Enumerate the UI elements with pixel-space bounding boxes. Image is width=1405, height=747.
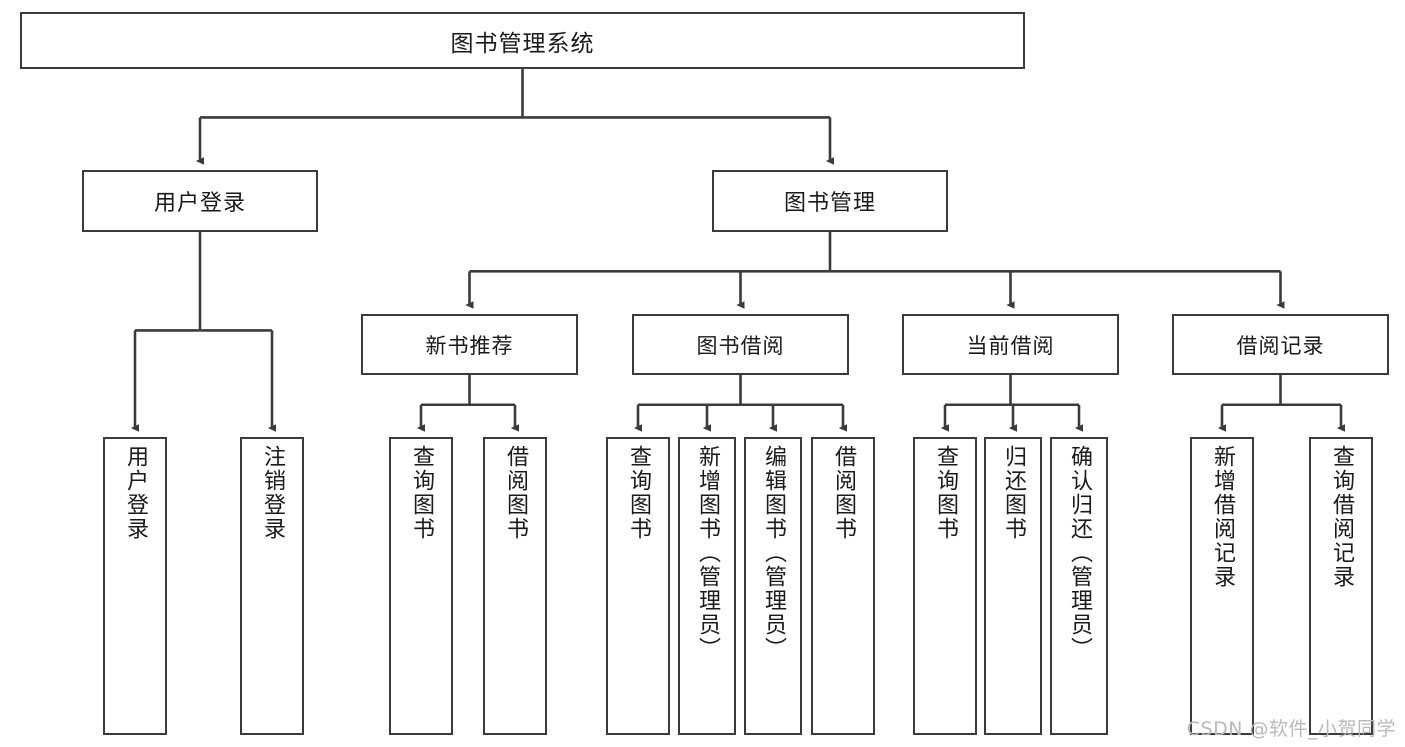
node-leaf-borrow-book-b[interactable]: 借阅图书 [811,437,875,735]
node-label: 查询借阅记录 [1329,445,1354,589]
node-label: 用户登录 [123,445,148,541]
node-label: 查询图书 [409,445,434,541]
node-current-borrow[interactable]: 当前借阅 [902,314,1119,375]
node-book-borrow[interactable]: 图书借阅 [632,314,849,375]
node-leaf-logout[interactable]: 注销登录 [240,437,304,735]
node-root[interactable]: 图书管理系统 [20,12,1025,69]
node-label: 用户登录 [153,191,246,216]
node-label: 注销登录 [260,445,285,541]
node-label: 查询图书 [626,445,651,541]
node-label: 确认归还（管理员） [1067,445,1092,661]
node-label: 图书管理 [783,191,876,216]
node-book-manage[interactable]: 图书管理 [712,170,948,232]
node-new-book-rec[interactable]: 新书推荐 [361,314,578,375]
node-label: 借阅记录 [1236,333,1325,358]
csdn-watermark: CSDN @软件_小贺同学 [1186,718,1396,740]
node-label: 新增图书（管理员） [695,445,720,661]
node-label: 借阅图书 [503,445,528,541]
node-leaf-query-record[interactable]: 查询借阅记录 [1309,437,1373,735]
node-leaf-query-book-a[interactable]: 查询图书 [389,437,453,735]
node-leaf-query-book-c[interactable]: 查询图书 [913,437,977,735]
node-borrow-record[interactable]: 借阅记录 [1172,314,1389,375]
node-label: 图书管理系统 [450,30,595,57]
node-label: 图书借阅 [696,333,785,358]
node-leaf-confirm-return[interactable]: 确认归还（管理员） [1050,437,1108,735]
node-label: 借阅图书 [831,445,856,541]
node-label: 新书推荐 [425,333,514,358]
node-leaf-query-book-b[interactable]: 查询图书 [606,437,670,735]
node-label: 编辑图书（管理员） [761,445,786,661]
node-label: 新增借阅记录 [1210,445,1235,589]
node-label: 查询图书 [933,445,958,541]
node-leaf-edit-book[interactable]: 编辑图书（管理员） [744,437,802,735]
node-label: 当前借阅 [966,333,1055,358]
node-leaf-add-record[interactable]: 新增借阅记录 [1190,437,1254,735]
node-label: 归还图书 [1001,445,1026,541]
node-user-login[interactable]: 用户登录 [82,170,318,232]
node-leaf-return-book[interactable]: 归还图书 [984,437,1042,735]
node-leaf-borrow-book-a[interactable]: 借阅图书 [483,437,547,735]
node-leaf-user-login[interactable]: 用户登录 [103,437,167,735]
node-leaf-add-book[interactable]: 新增图书（管理员） [678,437,736,735]
